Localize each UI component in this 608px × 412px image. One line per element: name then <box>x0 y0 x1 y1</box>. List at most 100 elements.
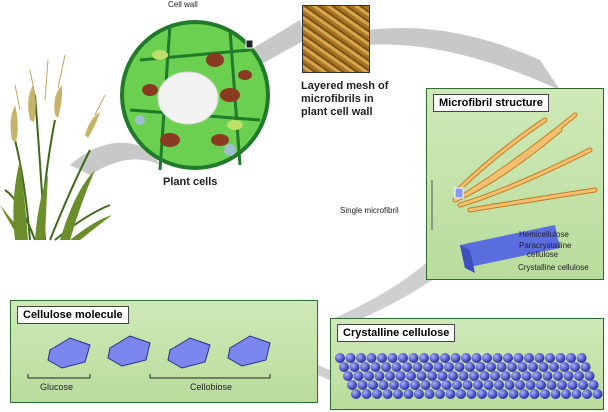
lattice-sphere <box>576 353 587 363</box>
lattice-sphere <box>571 389 582 399</box>
lattice-sphere <box>445 389 456 399</box>
lattice-sphere <box>486 362 496 372</box>
lattice-sphere <box>542 371 553 381</box>
lattice-sphere <box>361 389 372 399</box>
lattice-sphere <box>563 371 574 381</box>
lattice-sphere <box>419 353 429 363</box>
lattice-sphere <box>357 380 368 390</box>
lattice-sphere <box>555 353 566 363</box>
lattice-sphere <box>492 353 503 363</box>
lattice-sphere <box>377 353 387 363</box>
lattice-sphere <box>353 371 364 381</box>
crystalline-cellulose-title: Crystalline cellulose <box>337 324 456 342</box>
lattice-sphere <box>525 380 536 390</box>
microfibril-mesh-image <box>302 5 370 73</box>
lattice-sphere <box>458 371 469 381</box>
layered-mesh-label-2: microfibrils in <box>301 93 374 105</box>
lattice-sphere <box>475 362 486 372</box>
lattice-sphere <box>549 362 559 372</box>
lattice-sphere <box>473 380 483 390</box>
lattice-sphere <box>517 362 528 372</box>
lattice-sphere <box>482 353 492 363</box>
lattice-sphere <box>462 380 473 390</box>
lattice-sphere <box>393 389 403 399</box>
lattice-sphere <box>378 380 389 390</box>
lattice-sphere <box>578 380 588 390</box>
lattice-sphere <box>335 353 345 363</box>
lattice-sphere <box>345 353 356 363</box>
cellulose-molecule-title: Cellulose molecule <box>17 306 129 324</box>
lattice-sphere <box>387 353 398 363</box>
lattice-sphere <box>420 380 431 390</box>
lattice-sphere <box>567 380 578 390</box>
lattice-sphere <box>448 371 458 381</box>
lattice-sphere <box>550 389 561 399</box>
lattice-sphere <box>570 362 580 372</box>
lattice-sphere <box>566 353 576 363</box>
cellobiose-label: Cellobiose <box>190 382 233 392</box>
lattice-sphere <box>339 362 349 372</box>
lattice-sphere <box>452 380 462 390</box>
lattice-sphere <box>429 353 440 363</box>
lattice-sphere <box>370 362 381 372</box>
lattice-sphere <box>427 371 437 381</box>
lattice-sphere <box>416 371 427 381</box>
lattice-sphere <box>534 353 545 363</box>
lattice-sphere <box>508 389 519 399</box>
lattice-sphere <box>408 353 419 363</box>
single-microfibril-label: Single microfibril <box>340 206 399 215</box>
paracrystalline-label-line2: cellulose <box>527 250 559 259</box>
lattice-sphere <box>469 371 479 381</box>
lattice-sphere <box>507 362 517 372</box>
lattice-sphere <box>532 371 542 381</box>
lattice-sphere <box>343 371 353 381</box>
lattice-sphere <box>444 362 454 372</box>
lattice-sphere <box>498 389 508 399</box>
lattice-sphere <box>368 380 378 390</box>
lattice-sphere <box>524 353 534 363</box>
lattice-sphere <box>471 353 482 363</box>
lattice-sphere <box>374 371 385 381</box>
lattice-sphere <box>389 380 399 390</box>
lattice-sphere <box>441 380 452 390</box>
lattice-sphere <box>433 362 444 372</box>
lattice-sphere <box>431 380 441 390</box>
lattice-sphere <box>437 371 448 381</box>
layered-mesh-label-3: plant cell wall <box>301 106 373 118</box>
lattice-sphere <box>513 353 524 363</box>
lattice-sphere <box>372 389 382 399</box>
hemicellulose-label: Hemicellulose <box>519 230 569 239</box>
lattice-sphere <box>479 371 490 381</box>
lattice-sphere <box>504 380 515 390</box>
lattice-sphere <box>364 371 374 381</box>
lattice-sphere <box>561 389 571 399</box>
lattice-sphere <box>477 389 487 399</box>
lattice-sphere <box>450 353 461 363</box>
lattice-sphere <box>494 380 504 390</box>
lattice-sphere <box>395 371 406 381</box>
lattice-sphere <box>519 389 529 399</box>
lattice-sphere <box>398 353 408 363</box>
lattice-sphere <box>391 362 402 372</box>
lattice-sphere <box>412 362 423 372</box>
lattice-sphere <box>466 389 477 399</box>
lattice-sphere <box>403 389 414 399</box>
lattice-sphere <box>553 371 563 381</box>
lattice-sphere <box>559 362 570 372</box>
paracrystalline-label-line1: Paracrystalline <box>519 241 572 250</box>
lattice-sphere <box>356 353 366 363</box>
crystalline-cellulose-label: Crystalline cellulose <box>518 263 589 272</box>
glucose-label: Glucose <box>40 382 74 392</box>
lattice-sphere <box>496 362 507 372</box>
lattice-sphere <box>461 353 471 363</box>
lattice-sphere <box>410 380 420 390</box>
lattice-sphere <box>503 353 513 363</box>
lattice-sphere <box>529 389 540 399</box>
layered-mesh-label-1: Layered mesh of <box>301 80 389 92</box>
lattice-sphere <box>456 389 466 399</box>
